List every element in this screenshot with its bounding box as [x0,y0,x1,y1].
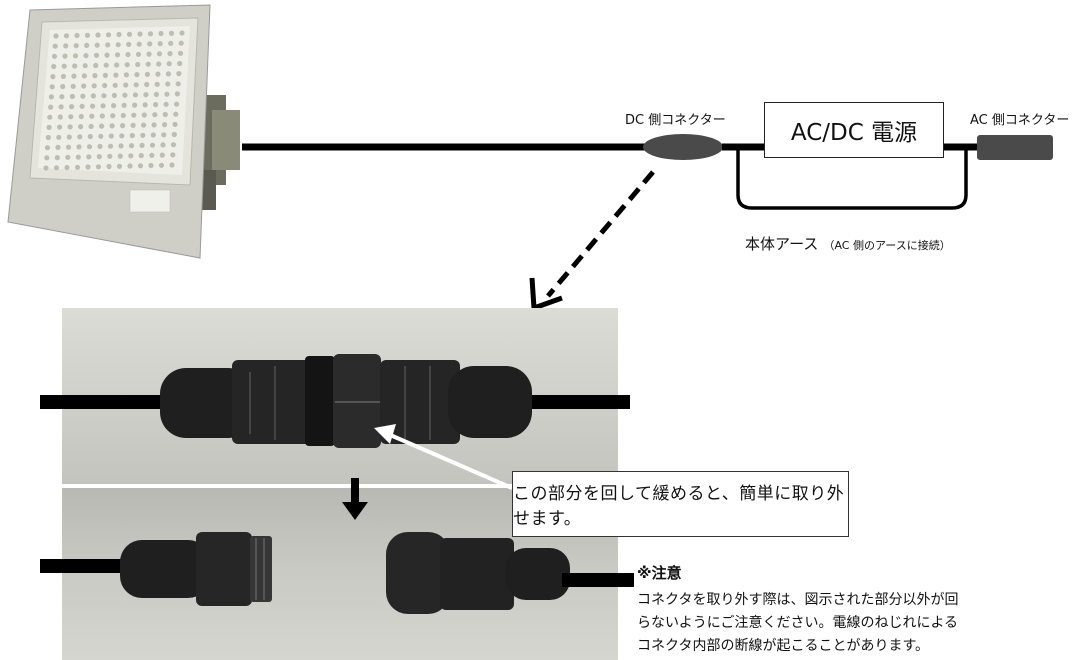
dc-connector [643,134,723,160]
notice-line-3: コネクタ内部の断線が起こることがあります。 [637,638,930,654]
ground-note: （AC 側のアースに接続） [823,239,951,252]
pointer-arrow-dashed [546,170,655,298]
down-arrow-icon [342,478,368,520]
floodlight-fixture [7,4,240,259]
ground-label: 本体アース [745,235,819,253]
notice-line-2: らないようにご注意ください。電線のねじれによる [637,615,959,631]
notice-block: ※注意 コネクタを取り外す際は、図示された部分以外が回 らないようにご注意くださ… [637,562,958,658]
ground-wire [736,150,968,210]
callout-box: この部分を回して緩めると、簡単に取り外せます。 [512,471,849,537]
dc-connector-label: DC 側コネクター [625,113,726,128]
notice-title: ※注意 [637,564,682,582]
ground-label-group: 本体アース （AC 側のアースに接続） [745,233,951,254]
led-panel [38,26,190,175]
callout-text: この部分を回して緩めると、簡単に取り外せます。 [513,484,845,529]
ac-connector [977,135,1053,160]
psu-box: AC/DC 電源 [764,102,944,158]
notice-line-1: コネクタを取り外す際は、図示された部分以外が回 [637,592,959,608]
ac-connector-label: AC 側コネクター [970,113,1070,128]
psu-label: AC/DC 電源 [790,120,918,146]
